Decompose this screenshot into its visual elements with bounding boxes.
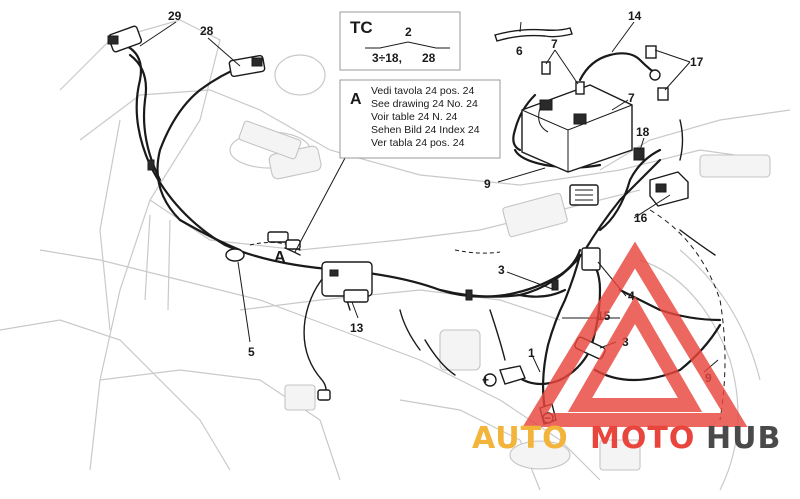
callout-13: 13 <box>350 321 364 335</box>
clip-4 <box>581 247 601 271</box>
watermark-auto: AUTO <box>472 421 569 456</box>
callout-7b: 7 <box>628 91 635 105</box>
callout-9a: 9 <box>484 177 491 191</box>
callout-17: 17 <box>690 55 704 69</box>
callout-1: 1 <box>528 346 535 360</box>
callout-5: 5 <box>248 345 255 359</box>
callout-18: 18 <box>636 125 650 139</box>
tc-title: TC <box>350 18 373 37</box>
note-line-3: Voir table 24 N. 24 <box>371 111 458 123</box>
handlebar-switch-left <box>107 25 143 53</box>
callout-3b: 3 <box>622 335 629 349</box>
note-line-4: Sehen Bild 24 Index 24 <box>371 124 480 136</box>
harness-connector-a <box>267 231 301 250</box>
dashed-routes <box>249 209 726 421</box>
note-letter: A <box>350 91 362 108</box>
callout-16: 16 <box>634 211 648 225</box>
callout-28: 28 <box>200 24 214 38</box>
starter-terminal <box>483 365 526 387</box>
note-box-a: A Vedi tavola 24 pos. 24 See drawing 24 … <box>339 79 501 159</box>
note-line-2: See drawing 24 No. 24 <box>371 98 478 110</box>
callouts: 29 28 14 6 7 7 17 18 9 16 3 4 15 3 1 13 … <box>168 9 712 425</box>
battery-strap <box>494 27 573 42</box>
tc-right-ref: 28 <box>422 51 436 65</box>
wiring-harness <box>123 43 722 412</box>
clamp-5 <box>225 248 245 262</box>
connector-13 <box>321 261 373 303</box>
note-line-5: Ver tabla 24 pos. 24 <box>371 137 465 149</box>
callout-3a: 3 <box>498 263 505 277</box>
tc-left-ref: 3÷18, <box>372 51 402 65</box>
ghost-parts <box>238 120 771 471</box>
battery-bolts <box>541 45 669 101</box>
battery <box>521 84 633 173</box>
note-line-1: Vedi tavola 24 pos. 24 <box>371 85 474 97</box>
watermark-logo: AUTO MOTO HUB <box>472 241 781 456</box>
fuse-18 <box>633 147 645 161</box>
callout-29: 29 <box>168 9 182 23</box>
ties <box>147 159 559 301</box>
tc-top-ref: 2 <box>405 25 412 39</box>
plus-terminal-sign: + <box>482 373 489 387</box>
tc-box: TC 2 3÷18, 28 <box>339 11 461 71</box>
handlebar-switch-right <box>228 54 266 78</box>
ghost-frame <box>0 19 791 491</box>
callout-a: A <box>274 249 286 266</box>
callout-7a: 7 <box>551 37 558 51</box>
small-connector-sensor <box>317 389 331 401</box>
callout-14: 14 <box>628 9 642 23</box>
callout-6: 6 <box>516 44 523 58</box>
watermark-moto: MOTO <box>590 421 695 456</box>
connector-block <box>569 184 599 206</box>
callout-4: 4 <box>628 289 635 303</box>
relay-16 <box>649 171 689 207</box>
watermark-hub: HUB <box>706 421 781 456</box>
terminal-ring <box>649 69 661 81</box>
